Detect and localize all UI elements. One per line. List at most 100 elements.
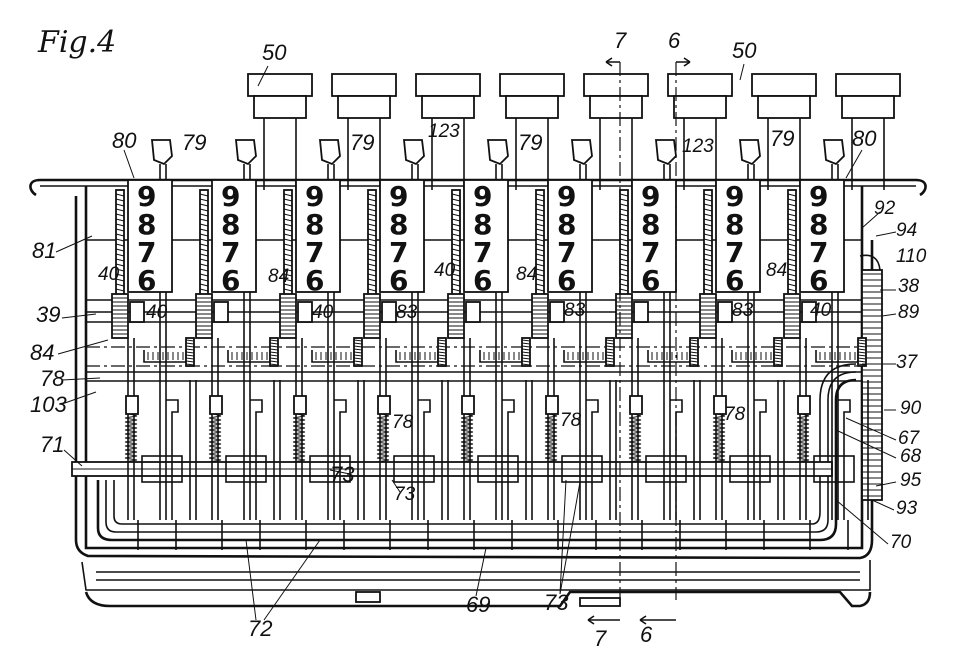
wheel-digit: 6 [473,264,492,297]
ref-73c: 73 [544,590,569,615]
ref-40d: 40 [434,260,456,281]
ref-80b: 80 [852,126,877,151]
wheel-digit: 7 [557,236,576,269]
slide-73 [561,455,603,483]
section-6-top: 6 [668,28,681,53]
ref-123b: 123 [682,136,714,157]
section-6-bottom: 6 [640,622,653,647]
wheel-digit: 6 [137,264,156,297]
spring [460,413,474,463]
ref-79a: 79 [182,130,206,155]
pawl-hook [571,139,593,166]
wheel-digit: 9 [137,180,156,213]
ref-103: 103 [30,392,67,417]
rack-78 [461,395,475,415]
spring [292,413,306,463]
key-collar [673,95,727,119]
slide-73 [141,455,183,483]
key-cap [331,73,397,97]
pawl-hook [235,139,257,166]
number-wheel [379,179,425,293]
key-cap [583,73,649,97]
key-collar [589,95,643,119]
wheel-digit: 6 [305,264,324,297]
wheel-digit: 7 [725,236,744,269]
wheel-digit: 8 [473,208,492,241]
spring [544,413,558,463]
wheel-digit: 9 [305,180,324,213]
ref-95: 95 [900,470,922,491]
spring [124,413,138,463]
pawl-hook [151,139,173,166]
wheel-digit: 8 [221,208,240,241]
ref-84c: 84 [516,264,537,285]
ref-40c: 40 [312,302,334,323]
reference-numerals: 50 50 80 80 79 79 79 79 123 123 81 40 40… [30,38,927,641]
ref-78c: 78 [560,410,582,431]
ref-73b: 73 [394,484,416,505]
number-wheel [715,179,761,293]
wheel-digit: 7 [389,236,408,269]
gear-40 [381,301,397,323]
ref-92: 92 [874,198,896,219]
rack-78 [293,395,307,415]
key-cap [751,73,817,97]
ref-79d: 79 [770,126,794,151]
wheel-digit: 9 [725,180,744,213]
slide-73 [645,455,687,483]
wheel-digit: 6 [557,264,576,297]
ref-50b: 50 [732,38,757,63]
ref-81: 81 [32,238,56,263]
wheel-digit: 8 [725,208,744,241]
ref-40a: 40 [98,264,120,285]
ref-40e: 40 [810,300,832,321]
rack-78 [797,395,811,415]
number-wheel [547,179,593,293]
wheel-digit: 7 [641,236,660,269]
ref-72: 72 [248,616,272,641]
key-cap [415,73,481,97]
wheel-digit: 8 [305,208,324,241]
number-wheel [127,179,173,293]
wheel-digit: 8 [557,208,576,241]
spring [796,413,810,463]
wheel-digit: 7 [305,236,324,269]
pawl-hook [655,139,677,166]
spring [376,413,390,463]
section-mark-bottom: 7 6 [587,615,676,651]
ref-83b: 83 [564,300,586,321]
wheel-digit: 8 [389,208,408,241]
rack-78 [377,395,391,415]
section-mark-top: 7 6 [605,28,691,600]
key-collar [337,95,391,119]
ref-78d: 78 [724,404,746,425]
key-cap [247,73,313,97]
section-7-top: 7 [614,28,627,53]
leader-lines [55,63,897,621]
gear-40 [297,301,313,323]
wheel-digit: 9 [473,180,492,213]
wheel-digit: 9 [809,180,828,213]
ref-78b: 78 [392,412,414,433]
slide-73 [225,455,267,483]
spring [712,413,726,463]
gear-40 [717,301,733,323]
key-cap [499,73,565,97]
wheel-digit: 8 [137,208,156,241]
ref-110: 110 [896,246,927,267]
gear-84 [447,293,465,339]
slide-73 [477,455,519,483]
number-wheel [463,179,509,293]
ref-68: 68 [900,446,922,467]
key-collar [253,95,307,119]
wheel-digit: 7 [221,236,240,269]
ref-93: 93 [896,498,918,519]
wheel-digit: 8 [641,208,660,241]
